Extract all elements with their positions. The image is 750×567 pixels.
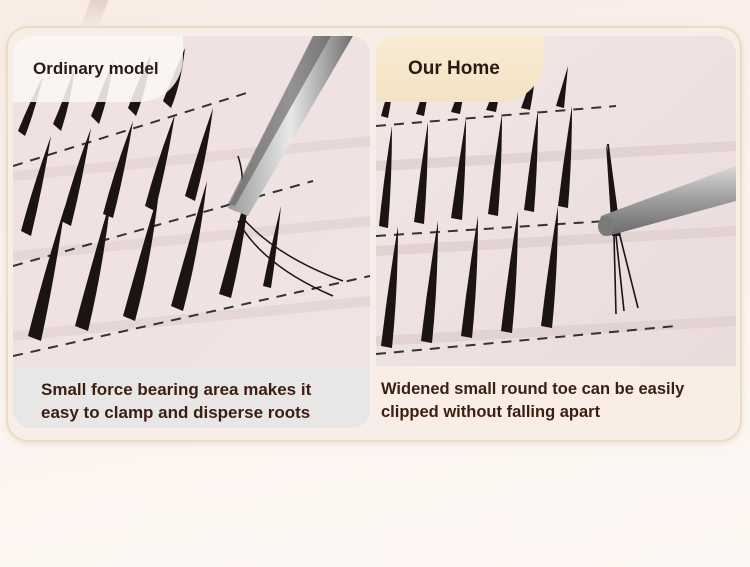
our-home-caption: Widened small round toe can be easily cl… (376, 366, 736, 428)
our-home-title: Our Home (408, 58, 500, 79)
our-home-caption-line-1: Widened small round toe can be easily (381, 380, 685, 398)
our-home-panel: Our Home Widened small round toe can be … (376, 36, 736, 428)
ordinary-model-title-tab: Ordinary model (13, 36, 183, 102)
our-home-caption-line-2: clipped without falling apart (381, 403, 601, 421)
ordinary-model-caption-line-1: Small force bearing area makes it (41, 380, 312, 399)
ordinary-model-caption-line-2: easy to clamp and disperse roots (41, 403, 311, 422)
ordinary-model-caption: Small force bearing area makes it easy t… (13, 366, 370, 428)
our-home-title-tab: Our Home (376, 36, 544, 102)
ordinary-model-panel: Ordinary model Small force bearing area … (13, 36, 370, 428)
ordinary-model-title: Ordinary model (33, 59, 159, 78)
